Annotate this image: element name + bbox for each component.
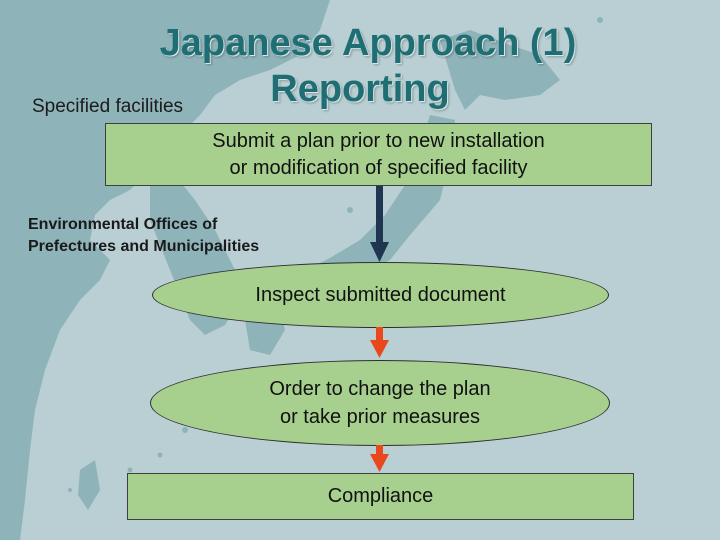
specified-facilities-label: Specified facilities	[32, 96, 184, 117]
order-change-line-1: Order to change the plan	[269, 378, 491, 400]
hokkaido-shape	[440, 30, 560, 110]
submit-plan-line-2: or modification of specified facility	[229, 156, 528, 179]
title-line-1: Japanese Approach (1)	[159, 22, 577, 64]
order-change-ellipse: Order to change the plan or take prior m…	[150, 360, 610, 446]
submit-plan-box: Submit a plan prior to new installation …	[105, 123, 652, 186]
inspect-document-label: Inspect submitted document	[255, 284, 506, 306]
title-line-2: Reporting	[270, 68, 450, 110]
inspect-document-ellipse: Inspect submitted document	[152, 262, 609, 328]
environmental-offices-label: Environmental Offices of Prefectures and…	[28, 214, 259, 258]
compliance-label: Compliance	[327, 485, 434, 507]
env-offices-line-1: Environmental Offices of	[28, 216, 218, 233]
mainland-shape	[0, 0, 330, 540]
taiwan-shape	[78, 460, 100, 510]
compliance-box: Compliance	[127, 473, 634, 520]
env-offices-line-2: Prefectures and Municipalities	[28, 238, 260, 255]
submit-plan-line-1: Submit a plan prior to new installation	[212, 129, 545, 152]
order-change-line-2: or take prior measures	[279, 406, 481, 428]
